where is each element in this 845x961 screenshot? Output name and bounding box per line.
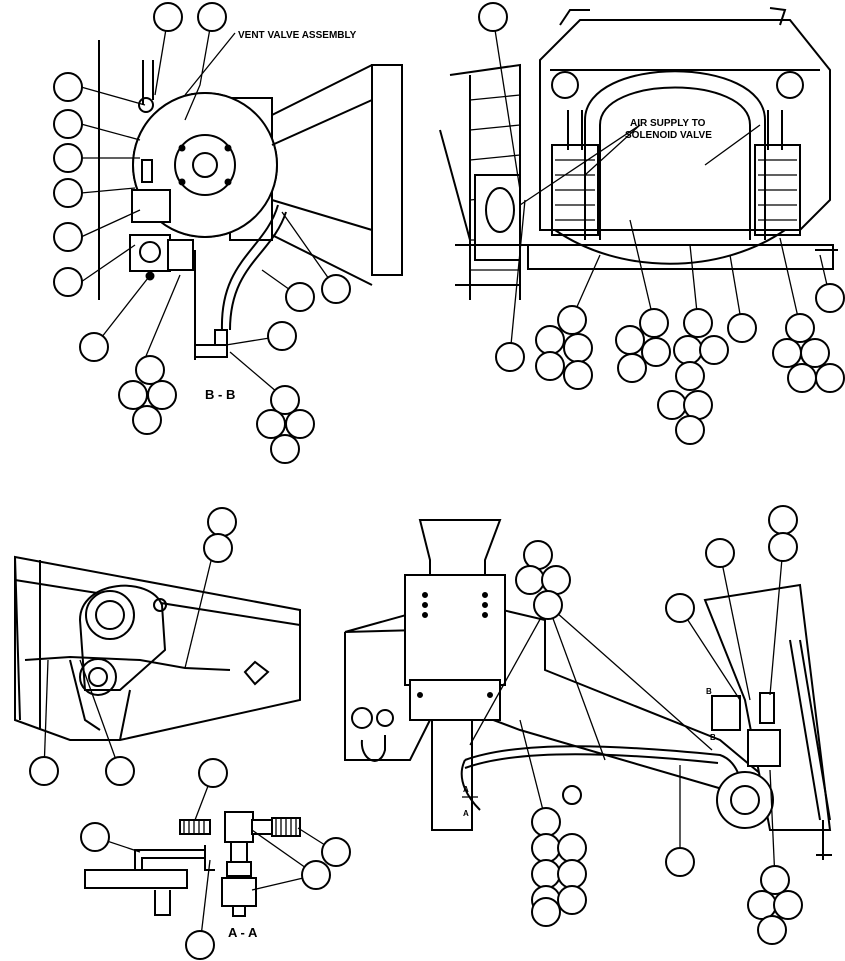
part-callout [147, 380, 177, 410]
part-callout [615, 325, 645, 355]
mark-b-upper: B [706, 687, 712, 696]
part-callout [773, 890, 803, 920]
part-callout [675, 361, 705, 391]
part-callout [270, 434, 300, 464]
part-callout [641, 337, 671, 367]
part-callout [535, 325, 565, 355]
part-callout [523, 540, 553, 570]
part-callout [203, 533, 233, 563]
vent-valve-label: VENT VALVE ASSEMBLY [238, 30, 357, 41]
part-callout [557, 885, 587, 915]
part-callout [321, 274, 351, 304]
mark-a-lower: A [463, 809, 469, 818]
part-callout [118, 380, 148, 410]
part-callout [657, 390, 687, 420]
air-supply-view: AIR SUPPLY TO SOLENOID VALVE [439, 2, 845, 445]
section-a-a-view: A - A [80, 758, 351, 960]
part-callout [79, 332, 109, 362]
part-callout [53, 222, 83, 252]
air-supply-label-1: AIR SUPPLY TO [630, 118, 706, 129]
part-callout [815, 363, 845, 393]
part-callout [531, 807, 561, 837]
mark-b-lower: B [710, 733, 716, 742]
part-callout [683, 308, 713, 338]
part-callout [321, 837, 351, 867]
part-callout [563, 360, 593, 390]
part-callout [198, 758, 228, 788]
part-callout [207, 507, 237, 537]
part-callout [617, 353, 647, 383]
part-callout [772, 338, 802, 368]
part-callout [531, 833, 561, 863]
part-callout [747, 890, 777, 920]
part-callout [515, 565, 545, 595]
part-callout [639, 308, 669, 338]
part-callout [495, 342, 525, 372]
part-callout [557, 305, 587, 335]
mark-a-upper: A [463, 785, 469, 794]
part-callout [785, 313, 815, 343]
part-callout [53, 109, 83, 139]
part-callout [29, 756, 59, 786]
air-supply-label-2: SOLENOID VALVE [625, 130, 712, 141]
part-callout [531, 897, 561, 927]
part-callout [153, 2, 183, 32]
part-callout [563, 333, 593, 363]
part-callout [535, 351, 565, 381]
part-callout [757, 915, 787, 945]
part-callout [727, 313, 757, 343]
part-callout [185, 930, 215, 960]
part-callout [53, 267, 83, 297]
part-callout [760, 865, 790, 895]
part-callout [533, 590, 563, 620]
section-b-b-view: VENT VALVE ASSEMBLY B - B [53, 2, 403, 464]
part-callout [53, 143, 83, 173]
part-callout [80, 822, 110, 852]
part-callout [478, 2, 508, 32]
part-callout [557, 833, 587, 863]
part-callout [705, 538, 735, 568]
part-callout [301, 860, 331, 890]
part-callout [768, 532, 798, 562]
part-callout [787, 363, 817, 393]
part-callout [699, 335, 729, 365]
section-b-b-title: B - B [205, 387, 235, 402]
part-callout [285, 409, 315, 439]
part-callout [665, 847, 695, 877]
part-callout [267, 321, 297, 351]
frame-pivot-view [14, 507, 301, 786]
part-callout [105, 756, 135, 786]
part-callout [815, 283, 845, 313]
part-callout [768, 505, 798, 535]
part-callout [53, 178, 83, 208]
part-callout [541, 565, 571, 595]
section-a-a-title: A - A [228, 925, 258, 940]
part-callout [531, 859, 561, 889]
part-callout [132, 405, 162, 435]
part-callout [197, 2, 227, 32]
part-callout [53, 72, 83, 102]
part-callout [256, 409, 286, 439]
part-callout [800, 338, 830, 368]
part-callout [675, 415, 705, 445]
part-callout [673, 335, 703, 365]
part-callout [270, 385, 300, 415]
part-callout [285, 282, 315, 312]
frame-side-view: B B A A [344, 505, 832, 945]
part-callout [665, 593, 695, 623]
part-callout [683, 390, 713, 420]
part-callout [135, 355, 165, 385]
part-callout [557, 859, 587, 889]
